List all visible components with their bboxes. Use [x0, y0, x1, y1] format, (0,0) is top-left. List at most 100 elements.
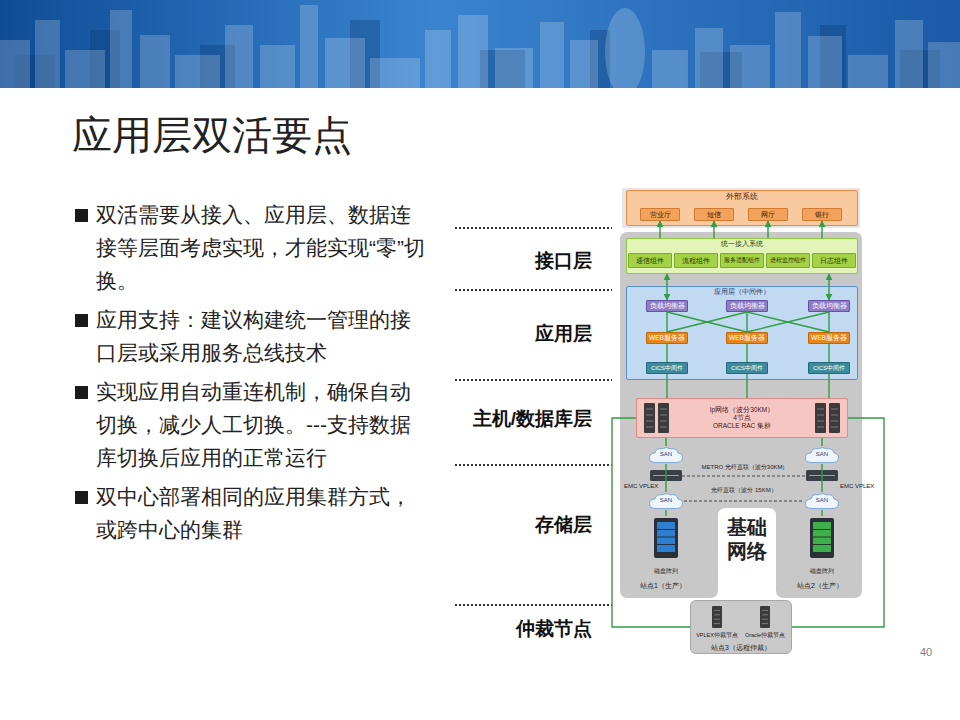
vplex-device — [650, 470, 838, 481]
text-holder: WEB服务器 — [727, 333, 767, 343]
connector — [665, 510, 666, 516]
text-holder: 磁盘阵列 — [798, 568, 846, 575]
connector — [828, 344, 829, 362]
connector — [612, 418, 690, 627]
web-server-box: WEB服务器 — [808, 332, 850, 344]
node-text: 统一接入系统 — [627, 240, 857, 248]
site-label: 站点2（生产） — [797, 582, 843, 590]
text-holder: CICS中间件 — [647, 363, 687, 373]
node-text: CICS中间件 — [729, 365, 765, 372]
node-text: 短信 — [697, 211, 731, 219]
text-holder: 负载均衡器 — [647, 301, 687, 311]
connector — [666, 374, 667, 398]
web-server-box: WEB服务器 — [726, 332, 768, 344]
page-number: 40 — [920, 646, 932, 659]
arbitration-node: VPLEX仲裁节点 — [694, 604, 740, 640]
text-holder: 短信 — [695, 209, 733, 220]
text-holder: WEB服务器 — [809, 333, 849, 343]
san-cloud: SAN — [804, 446, 840, 464]
text-holder: 服务适配组件 — [721, 254, 763, 267]
node-text: WEB服务器 — [811, 334, 847, 342]
connector — [665, 464, 666, 492]
text-holder: CICS中间件 — [809, 363, 849, 373]
connector — [792, 418, 884, 627]
text-holder: 进程监控组件 — [767, 254, 809, 267]
channel-box: 营业厅 — [640, 208, 680, 221]
bullet-square — [75, 314, 88, 327]
node-text: 营业厅 — [643, 211, 677, 219]
arbitration-site: 站点3（远程仲裁） VPLEX仲裁节点Oracle仲裁节点 — [690, 600, 792, 654]
node-text: 服务适配组件 — [723, 257, 761, 264]
text-holder: WEB服务器 — [647, 333, 687, 343]
channel-box: 短信 — [694, 208, 734, 221]
connector — [821, 221, 822, 238]
text-holder: 磁盘阵列 — [642, 568, 690, 575]
text-holder: 负载均衡器 — [727, 301, 767, 311]
channel-box: 银行 — [802, 208, 842, 221]
node-text: 外部系统 — [627, 192, 857, 202]
bullet-square — [75, 491, 88, 504]
middleware-box: CICS中间件 — [808, 362, 850, 374]
text-holder: 外部系统 — [627, 192, 857, 202]
node-text: SAN — [806, 451, 838, 458]
node-text: 网厅 — [751, 211, 785, 219]
disk-array: 磁盘阵列 — [642, 516, 690, 576]
datacenter-ground — [620, 232, 862, 598]
disk-array: 磁盘阵列 — [798, 516, 846, 576]
link-label: METRO 光纤直联（波分30KM） — [684, 464, 806, 471]
network-label: 基础网络 — [726, 515, 768, 563]
text-holder: 站点3（远程仲裁） — [691, 644, 791, 652]
database-band: Ip网络（波分30KM）4节点ORACLE RAC 集群 — [636, 398, 848, 438]
node-text: 流程组件 — [677, 257, 715, 265]
app-layer-box: 应用层（中间件） 负载均衡器 负载均衡器 负载均衡器 WEB服务器 WEB服务器 WEB服务… — [626, 286, 858, 380]
text-holder: SAN — [804, 492, 840, 510]
web-server-box: WEB服务器 — [646, 332, 688, 344]
node-text: 日志组件 — [815, 257, 853, 265]
device-icon — [798, 516, 846, 576]
node-text: Ip网络（波分30KM） — [639, 406, 845, 414]
middleware-box: CICS中间件 — [726, 362, 768, 374]
node-text: 磁盘阵列 — [642, 568, 690, 575]
node-text: CICS中间件 — [811, 365, 847, 372]
access-layer-box: 统一接入系统通信组件流程组件 服务适配组件进程监控组件日志组件 — [626, 238, 858, 274]
connector — [666, 274, 667, 300]
text-holder: Oracle仲裁节点 — [742, 632, 788, 639]
node-text: Oracle仲裁节点 — [742, 632, 788, 639]
connector — [665, 438, 666, 446]
text-holder: 营业厅 — [641, 209, 679, 220]
external-system-box: 外部系统营业厅 短信 网厅 银行 — [626, 190, 858, 226]
node-text: VPLEX仲裁节点 — [694, 632, 740, 639]
node-text: 站点3（远程仲裁） — [691, 644, 791, 652]
node-text: SAN — [806, 497, 838, 504]
node-text: 负载均衡器 — [811, 302, 847, 310]
link-label: 光纤直联（波分 15KM） — [684, 487, 804, 494]
bullet-text: 应用支持：建议构建统一管理的接口层或采用服务总线技术 — [96, 303, 426, 369]
node-text: ORACLE RAC 集群 — [639, 422, 845, 430]
layer-label: 接口层 — [535, 250, 592, 273]
load-balancer-box: 负载均衡器 — [808, 300, 850, 312]
san-cloud: SAN — [648, 446, 684, 464]
component-box: 服务适配组件 — [720, 253, 764, 268]
connector — [746, 344, 747, 362]
box-shadow — [622, 188, 860, 228]
bullet-square — [75, 209, 88, 222]
connector — [821, 438, 822, 446]
connector — [828, 312, 829, 332]
node-text: 应用层（中间件） — [627, 288, 857, 296]
node-text: WEB服务器 — [729, 334, 765, 342]
component-box: 流程组件 — [674, 253, 718, 268]
connector — [713, 221, 714, 238]
connector — [666, 344, 667, 362]
layer-label: 存储层 — [535, 514, 592, 537]
connector — [667, 312, 747, 332]
node-text: WEB服务器 — [649, 334, 685, 342]
layer-label: 主机/数据库层 — [473, 408, 592, 431]
node-text: 通信组件 — [631, 257, 669, 265]
text-holder: 流程组件 — [675, 254, 717, 267]
connector — [666, 312, 667, 332]
text-holder: 网厅 — [749, 209, 787, 220]
metro-link — [682, 476, 806, 477]
device-label: EMC VPLEX — [624, 483, 658, 490]
connector — [828, 274, 829, 300]
connector — [667, 312, 747, 332]
